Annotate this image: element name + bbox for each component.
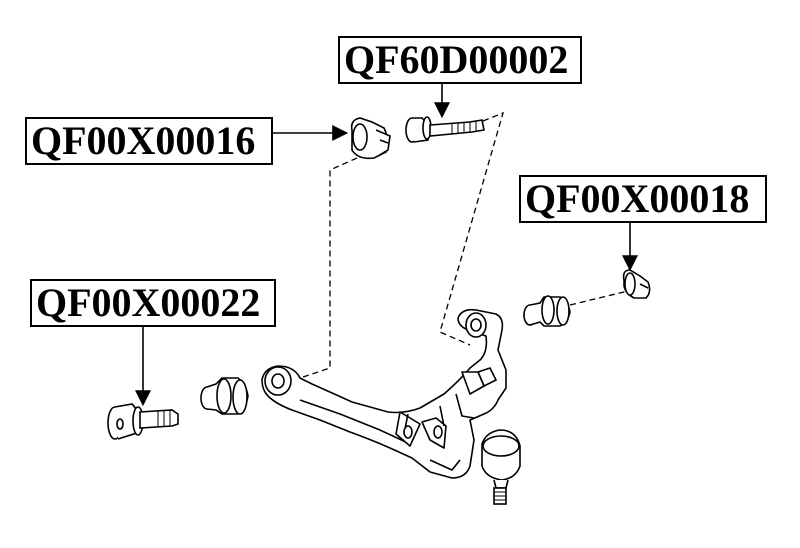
lower-control-arm: [261, 308, 507, 479]
part-label-left: QF00X00016: [25, 117, 273, 165]
ball-joint: [481, 429, 521, 505]
cam-bolt-top: [405, 116, 485, 143]
leader-arrows: [135, 84, 638, 407]
bushing-right: [523, 295, 571, 327]
bushing-left: [200, 377, 249, 415]
part-label-bottom: QF00X00022: [30, 279, 276, 327]
part-label-right: QF00X00018: [519, 175, 767, 223]
cam-washer-top: [350, 117, 391, 160]
cam-washer-right: [622, 269, 651, 299]
part-label-top: QF60D00002: [338, 36, 582, 84]
cam-bolt-left: [107, 403, 179, 440]
dashed-guide-lines: [299, 111, 633, 379]
